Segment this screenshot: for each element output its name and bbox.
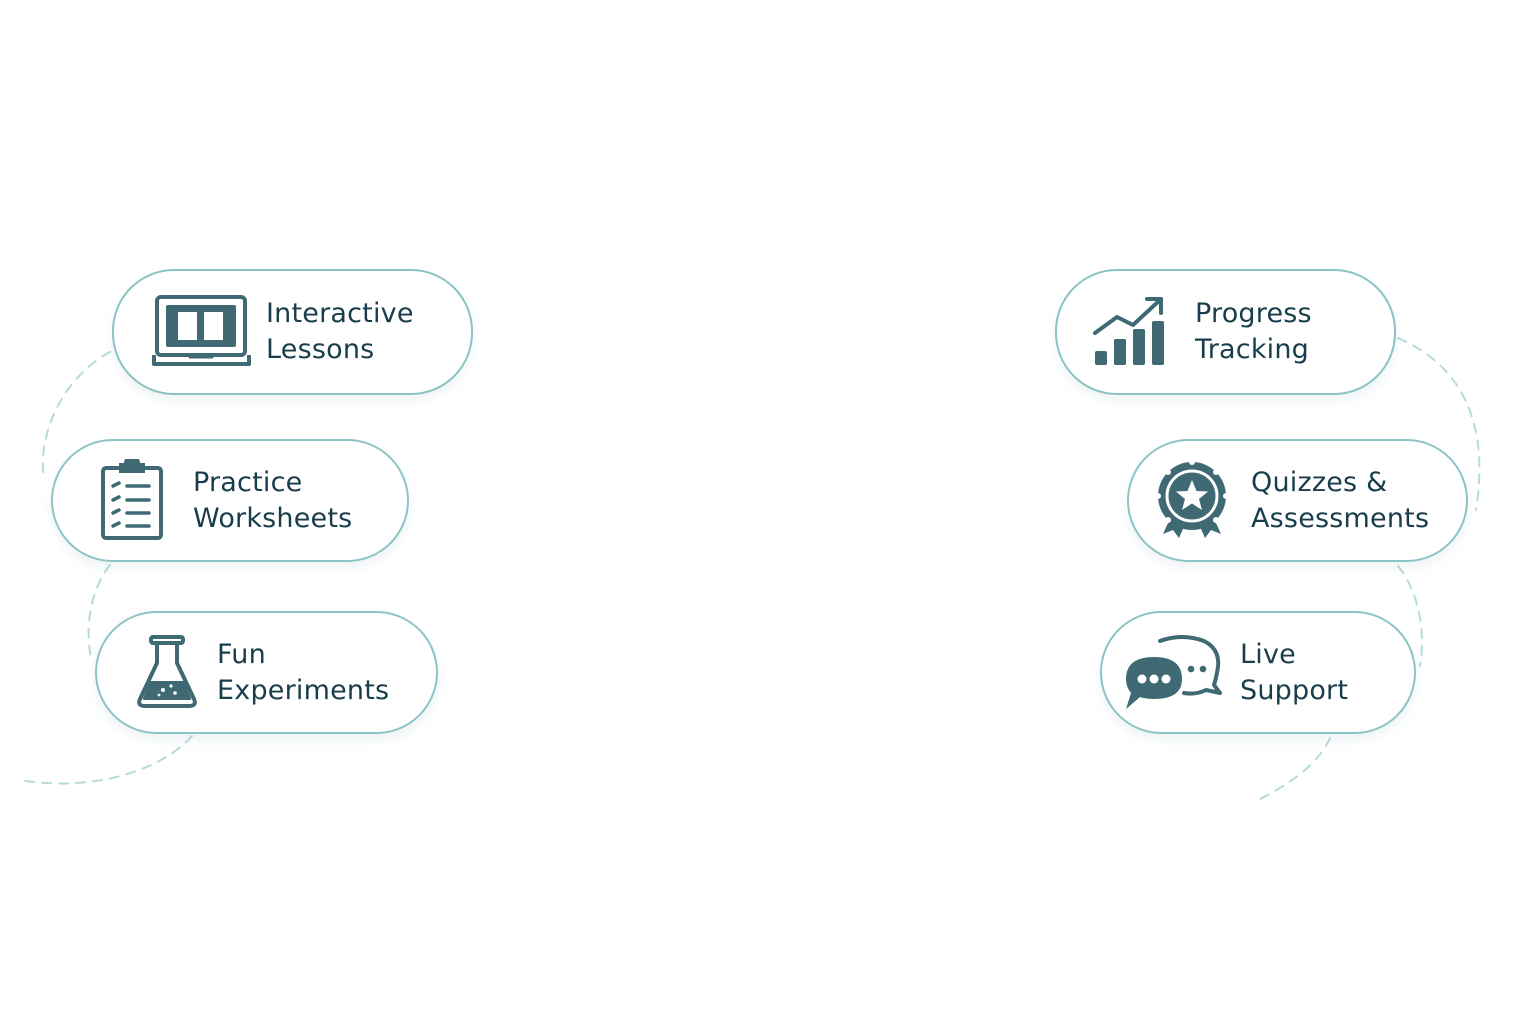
award-badge-icon: [1155, 459, 1251, 542]
feature-label: Progress Tracking: [1195, 298, 1312, 365]
feature-live-support[interactable]: Live Support: [1100, 611, 1416, 734]
chat-bubbles-icon: [1122, 634, 1240, 711]
connector-right-bottom: [1257, 737, 1331, 801]
feature-interactive-lessons[interactable]: Interactive Lessons: [112, 269, 473, 395]
feature-progress-tracking[interactable]: Progress Tracking: [1055, 269, 1396, 395]
growth-chart-icon: [1093, 295, 1195, 369]
flask-icon: [135, 634, 217, 711]
feature-practice-worksheets[interactable]: Practice Worksheets: [51, 439, 409, 562]
feature-label: Quizzes & Assessments: [1251, 466, 1430, 534]
feature-label: Interactive Lessons: [266, 298, 414, 365]
feature-fun-experiments[interactable]: Fun Experiments: [95, 611, 438, 734]
feature-label: Live Support: [1240, 638, 1349, 706]
feature-label: Fun Experiments: [217, 638, 390, 706]
clipboard-checklist-icon: [97, 458, 193, 543]
feature-quizzes-assessments[interactable]: Quizzes & Assessments: [1127, 439, 1468, 562]
connector-left-bottom: [19, 735, 193, 785]
feature-label: Practice Worksheets: [193, 466, 353, 534]
laptop-book-icon: [152, 294, 266, 370]
